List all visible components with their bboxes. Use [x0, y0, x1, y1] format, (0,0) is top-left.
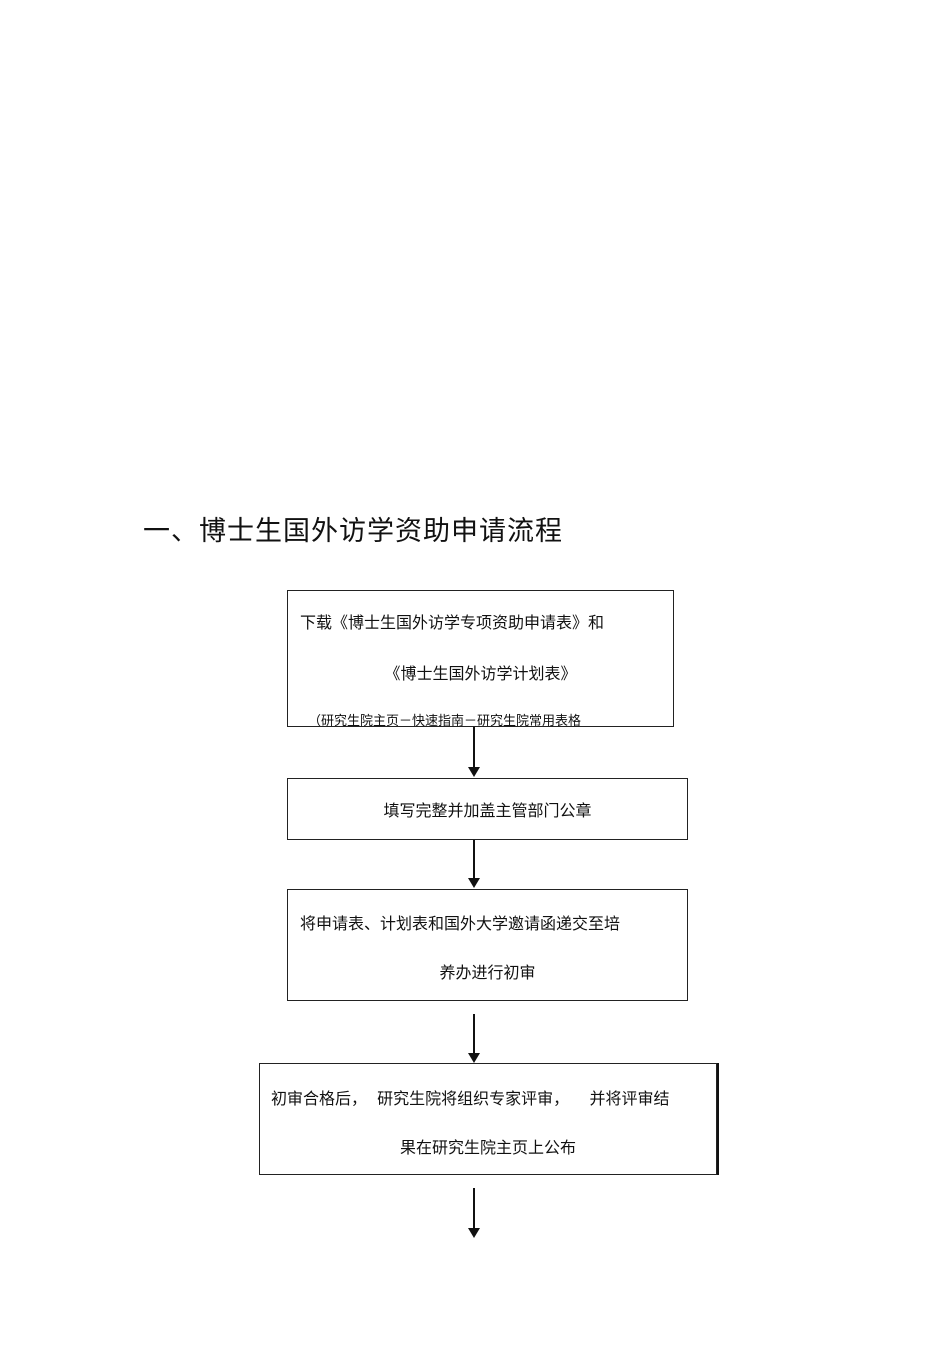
step-text-line: 填写完整并加盖主管部门公章 [383, 801, 592, 820]
step-text-line: 果在研究生院主页上公布 [399, 1138, 576, 1157]
flow-step-fill-and-stamp: 填写完整并加盖主管部门公章 [287, 778, 688, 840]
flow-arrow [468, 727, 480, 777]
section-title: 一、博士生国外访学资助申请流程 [143, 516, 563, 547]
flow-arrow [468, 1014, 480, 1063]
step-text-line: 初审合格后， 研究生院将组织专家评审， 并将评审结 [271, 1089, 670, 1108]
flow-step-expert-review: 初审合格后， 研究生院将组织专家评审， 并将评审结 果在研究生院主页上公布 [259, 1063, 717, 1175]
flow-arrow [468, 840, 480, 888]
flow-step-download-forms: 下载《博士生国外访学专项资助申请表》和 《博士生国外访学计划表》 （研究生院主页… [287, 590, 674, 727]
flow-arrow [468, 1188, 480, 1238]
step-text-line: 养办进行初审 [439, 963, 536, 982]
step-text-line: 下载《博士生国外访学专项资助申请表》和 [300, 613, 605, 632]
flow-step-submit-for-review: 将申请表、计划表和国外大学邀请函递交至培 养办进行初审 [287, 889, 688, 1001]
step-text-line: （研究生院主页－快速指南－研究生院常用表格 [308, 714, 582, 727]
step-text-line: 将申请表、计划表和国外大学邀请函递交至培 [300, 914, 621, 933]
step-text-line: 《博士生国外访学计划表》 [384, 664, 577, 683]
